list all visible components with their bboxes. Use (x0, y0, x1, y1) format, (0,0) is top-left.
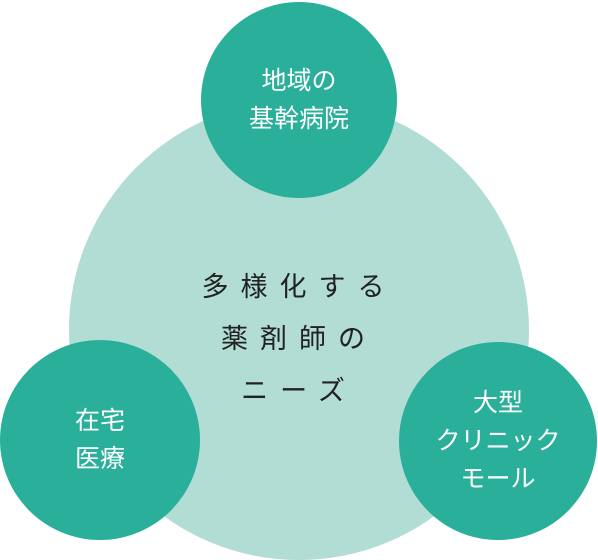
right-line-3: モール (460, 464, 536, 493)
center-line-3: ニーズ (241, 376, 357, 407)
left-line-1: 在宅 (74, 406, 125, 435)
clinic-mall-circle: 大型 クリニック モール (399, 342, 597, 540)
top-line-2: 基幹病院 (248, 104, 349, 133)
central-needs-label: 多様化する 薬剤師の ニーズ (150, 262, 448, 418)
regional-hospital-circle: 地域の 基幹病院 (201, 2, 397, 198)
top-line-1: 地域の (261, 66, 337, 95)
right-line-1: 大型 (472, 388, 523, 417)
center-line-1: 多様化する (201, 272, 397, 303)
right-line-2: クリニック (435, 426, 561, 455)
left-line-2: 医療 (74, 444, 125, 473)
home-medical-care-circle: 在宅 医療 (0, 340, 200, 540)
center-line-2: 薬剤師の (221, 324, 377, 355)
